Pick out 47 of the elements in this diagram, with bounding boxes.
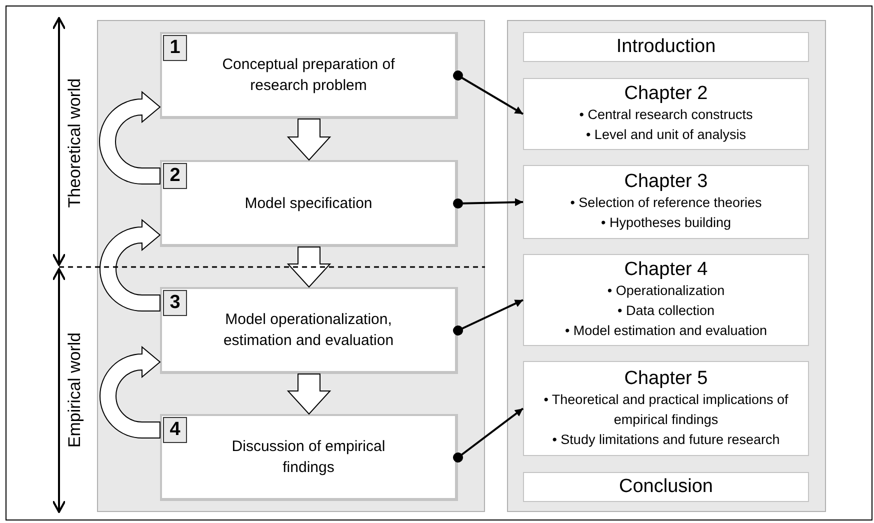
bullet-text: • Study limitations and future research: [552, 430, 780, 449]
curved-arrow: [100, 220, 160, 312]
bullet-text: • Model estimation and evaluation: [564, 322, 768, 340]
chapter-box: [523, 32, 809, 62]
step-number: 4: [163, 417, 187, 443]
step-text: Model specification: [244, 194, 372, 214]
step-number: 2: [163, 163, 187, 189]
block-arrow: [286, 246, 332, 288]
chapter-heading: Chapter 2: [624, 83, 708, 105]
bullet-text: • Theoretical and practical implications of empirical findings: [542, 390, 790, 429]
chapter-box: [523, 361, 809, 456]
panel-background: [97, 20, 485, 512]
curved-arrow: [99, 92, 160, 184]
step-text: Discussion of empirical findings: [230, 437, 386, 478]
bullet-text: • Data collection: [617, 302, 715, 320]
arrow: [453, 70, 524, 115]
arrow: [453, 408, 524, 462]
step-text: Conceptual preparation of research problem: [221, 55, 396, 96]
block-arrow: [286, 374, 332, 415]
panel-background: [507, 20, 826, 512]
chapter-box: [523, 472, 809, 502]
bullet-text: • Selection of reference theories: [570, 194, 762, 212]
axis-label: Empirical world: [65, 332, 85, 448]
step-number: 3: [163, 290, 187, 316]
chapter-heading: Introduction: [616, 36, 716, 58]
chapter-heading: Conclusion: [619, 476, 713, 498]
chapter-box: [523, 78, 809, 150]
curved-arrow: [100, 346, 160, 438]
axis-label: Theoretical world: [65, 78, 85, 208]
step-number: 1: [163, 35, 187, 61]
chapter-heading: Chapter 5: [624, 368, 708, 390]
process-box: [160, 160, 458, 247]
step-text: Model operationalization, estimation and evaluation: [222, 310, 395, 351]
bullet-text: • Level and unit of analysis: [586, 126, 746, 144]
block-arrow: [286, 118, 332, 161]
arrow: [453, 198, 524, 208]
process-box: [160, 287, 458, 374]
chapter-heading: Chapter 4: [624, 259, 708, 281]
process-box: [160, 32, 458, 119]
bullet-text: • Hypotheses building: [600, 214, 732, 232]
bullet-text: • Operationalization: [607, 282, 725, 300]
arrow: [453, 299, 524, 336]
chapter-box: [523, 165, 809, 239]
chapter-heading: Chapter 3: [624, 171, 708, 193]
chapter-box: [523, 254, 809, 346]
process-box: [160, 414, 458, 501]
bullet-text: • Central research constructs: [579, 106, 753, 124]
